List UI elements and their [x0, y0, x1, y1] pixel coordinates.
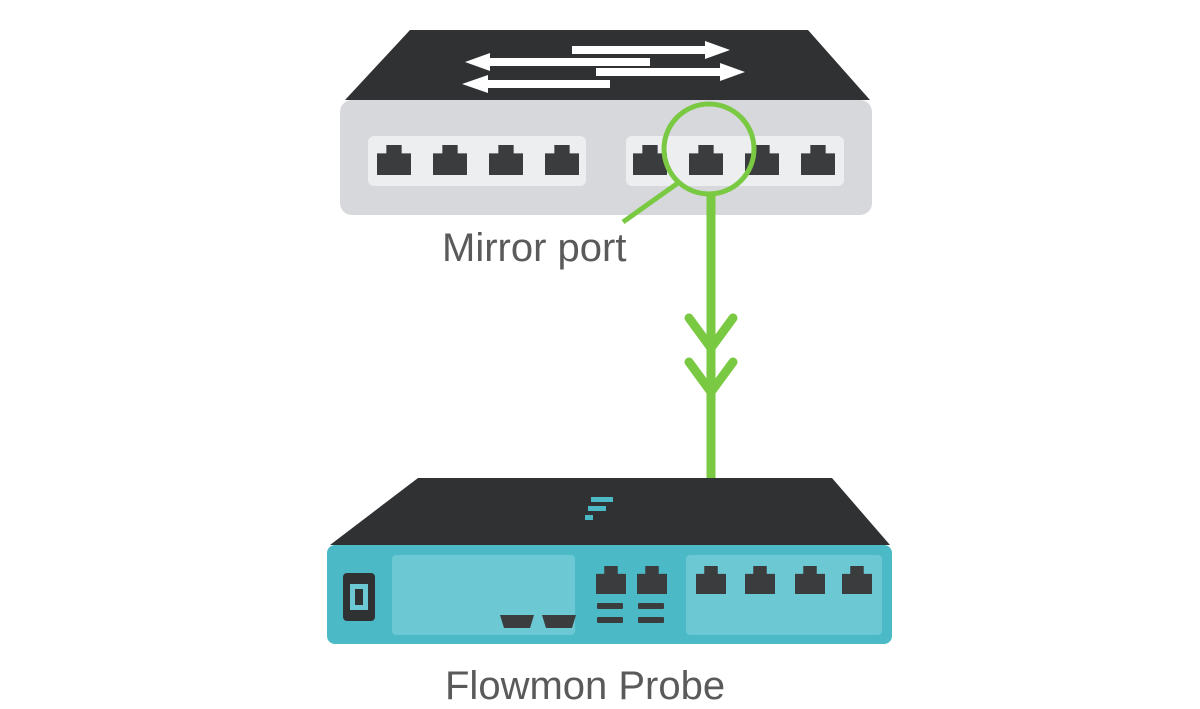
switch-port-3: [489, 145, 523, 175]
probe-top-face: [330, 478, 890, 545]
arrow-right-2: [596, 63, 745, 81]
switch-port-6: [689, 145, 723, 175]
switch-port-7: [745, 145, 779, 175]
probe-ports: [596, 566, 872, 594]
traffic-arrows-icon: [462, 41, 745, 93]
cable-chevron-1: [684, 313, 738, 353]
mirror-port-leader-line: [621, 180, 680, 225]
probe-port-6: [842, 566, 872, 594]
probe-port-4: [745, 566, 775, 594]
arrow-right-1: [572, 41, 730, 59]
probe-port-5: [795, 566, 825, 594]
switch-ports: [377, 145, 835, 175]
switch-port-5: [633, 145, 667, 175]
switch-port-4: [545, 145, 579, 175]
flowmon-probe-icon: [327, 478, 892, 644]
switch-port-2: [433, 145, 467, 175]
cable-chevron-2: [684, 357, 738, 397]
probe-port-3: [696, 566, 726, 594]
arrow-left-1: [465, 53, 650, 71]
switch-port-1: [377, 145, 411, 175]
switch-port-panel-left: [368, 136, 586, 186]
probe-panel-right: [686, 555, 882, 635]
switch-port-panel-right: [626, 136, 844, 186]
flowmon-logo-icon: [585, 497, 613, 520]
mirror-port-label: Mirror port: [442, 226, 627, 270]
power-socket-icon: [343, 573, 375, 621]
probe-port-2: [637, 566, 667, 594]
switch-front-body: [340, 100, 872, 215]
usb-slot-icons: [597, 603, 664, 623]
arrow-left-2: [462, 75, 610, 93]
switch-port-8: [801, 145, 835, 175]
probe-port-1: [596, 566, 626, 594]
serial-connector-icons: [500, 615, 576, 628]
network-switch-icon: [340, 30, 872, 215]
flowmon-probe-label: Flowmon Probe: [445, 664, 726, 708]
